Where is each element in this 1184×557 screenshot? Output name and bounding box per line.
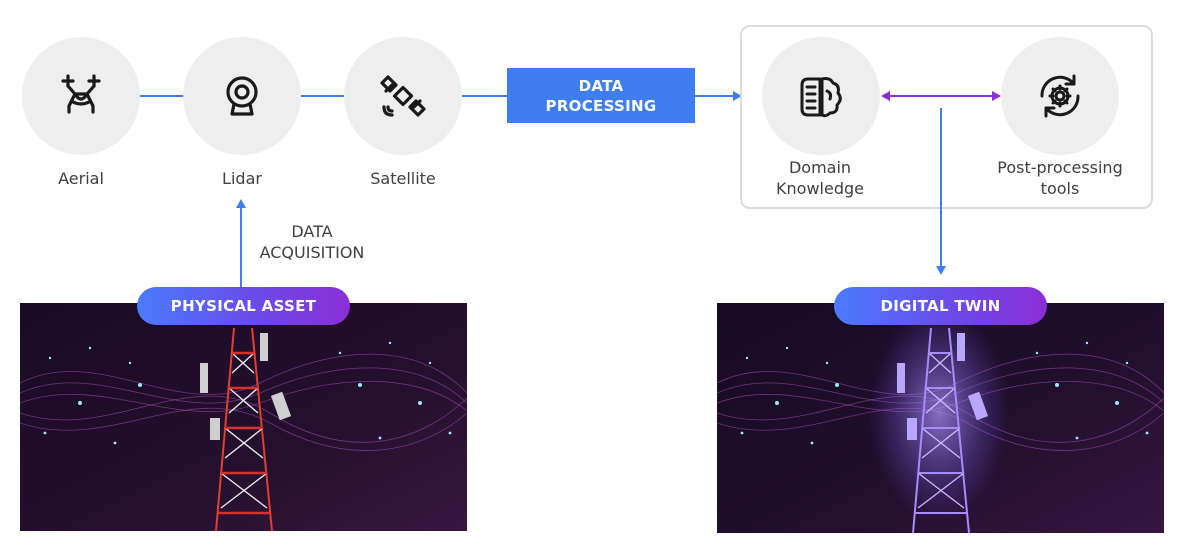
bidirectional-arrow	[881, 91, 1001, 101]
physical-asset-image	[20, 303, 467, 531]
brain-icon	[800, 77, 842, 118]
domain-knowledge-line2: Knowledge	[776, 179, 864, 198]
satellite-circle	[344, 37, 462, 155]
data-processing-line2: PROCESSING	[545, 96, 657, 115]
lidar-circle	[183, 37, 301, 155]
data-acquisition-line1: DATA	[291, 222, 333, 241]
arrow-data-acquisition	[236, 199, 246, 290]
connector-aerial-lidar	[140, 95, 184, 97]
digital-twin-badge: DIGITAL TWIN	[834, 287, 1047, 325]
data-processing-line1: DATA	[578, 76, 624, 95]
physical-asset-badge: PHYSICAL ASSET	[137, 287, 350, 325]
gear-sync-icon	[1040, 74, 1080, 118]
post-processing-line1: Post-processing	[997, 158, 1123, 177]
domain-knowledge-line1: Domain	[788, 158, 852, 177]
lidar-label: Lidar	[222, 169, 262, 188]
post-processing-circle	[1001, 37, 1119, 155]
drone-icon	[61, 74, 101, 114]
aerial-label: Aerial	[58, 169, 104, 188]
processing-group-box	[740, 25, 1153, 209]
domain-knowledge-circle	[762, 37, 880, 155]
satellite-label: Satellite	[370, 169, 436, 188]
post-processing-line2: tools	[1040, 179, 1080, 198]
arrow-to-digital-twin	[936, 108, 946, 275]
connector-lidar-satellite	[301, 95, 345, 97]
data-acquisition-line2: ACQUISITION	[259, 243, 365, 262]
connector-satellite-processing	[462, 95, 507, 97]
data-processing-box: DATA PROCESSING	[507, 68, 695, 123]
aerial-circle	[22, 37, 140, 155]
arrow-processing-to-knowledge	[695, 91, 742, 101]
digital-twin-image	[717, 303, 1164, 533]
webcam-icon	[226, 76, 258, 116]
satellite-icon	[380, 75, 426, 117]
domain-knowledge-label: Domain Knowledge	[750, 157, 890, 199]
data-acquisition-label: DATA ACQUISITION	[252, 221, 372, 263]
post-processing-label: Post-processing tools	[980, 157, 1140, 199]
